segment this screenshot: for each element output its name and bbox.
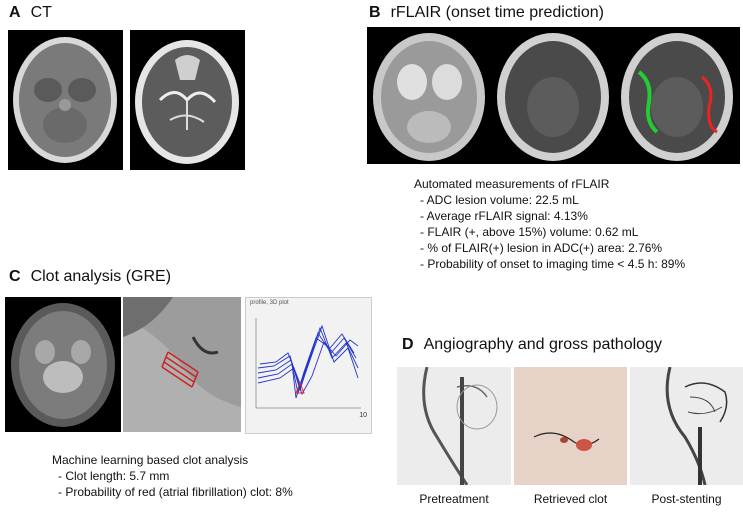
rflair-measurement-1: - ADC lesion volume: 22.5 mL xyxy=(420,193,579,207)
rflair-measurement-4: - % of FLAIR(+) lesion in ADC(+) area: 2… xyxy=(420,241,663,255)
rflair-measurements-heading: Automated measurements of rFLAIR xyxy=(414,177,610,191)
panel-c-letter: C xyxy=(9,268,21,285)
rflair-image-strip xyxy=(367,27,740,164)
red-overlay xyxy=(701,75,718,134)
panel-a-letter: A xyxy=(9,4,21,21)
clot-analysis-2: - Probability of red (atrial fibrillatio… xyxy=(58,485,293,499)
ct-image-brain xyxy=(8,30,123,170)
clot-analysis: Machine learning based clot analysis - C… xyxy=(52,452,293,500)
gre-image xyxy=(5,297,121,432)
ct-angiography-image xyxy=(130,30,245,170)
caption-pretreatment: Pretreatment xyxy=(419,492,489,506)
rflair-measurement-2: - Average rFLAIR signal: 4.13% xyxy=(420,209,588,223)
plot-title: profile, 3D plot xyxy=(250,300,289,306)
green-overlay xyxy=(637,70,659,134)
rflair-measurement-5: - Probability of onset to imaging time <… xyxy=(420,257,686,271)
rflair-measurements: Automated measurements of rFLAIR - ADC l… xyxy=(414,176,685,272)
panel-d-label: Angiography and gross pathology xyxy=(423,336,662,353)
angio-pretreatment-image xyxy=(397,367,511,485)
angio-post-stenting-image xyxy=(630,367,743,485)
clot-marker xyxy=(161,351,199,388)
plot-tick: 10 xyxy=(359,412,367,419)
panel-d-letter: D xyxy=(402,336,414,353)
clot-analysis-1: - Clot length: 5.7 mm xyxy=(58,469,170,483)
clot-zoom-image xyxy=(123,297,241,432)
clot-profile-plot: profile, 3D plot 10 xyxy=(245,297,372,434)
rflair-measurement-3: - FLAIR (+, above 15%) volume: 0.62 mL xyxy=(420,225,639,239)
panel-b-letter: B xyxy=(369,4,381,21)
panel-d-title: D Angiography and gross pathology xyxy=(402,336,662,354)
panel-b-label: rFLAIR (onset time prediction) xyxy=(390,4,604,21)
panel-a-title: A CT xyxy=(9,4,52,22)
panel-a-label: CT xyxy=(30,4,52,21)
panel-c-title: C Clot analysis (GRE) xyxy=(9,268,171,286)
clot-analysis-heading: Machine learning based clot analysis xyxy=(52,453,249,467)
panel-c-label: Clot analysis (GRE) xyxy=(30,268,172,285)
retrieved-clot-image xyxy=(514,367,627,485)
caption-post-stenting: Post-stenting xyxy=(651,492,722,506)
caption-retrieved-clot: Retrieved clot xyxy=(533,492,608,506)
